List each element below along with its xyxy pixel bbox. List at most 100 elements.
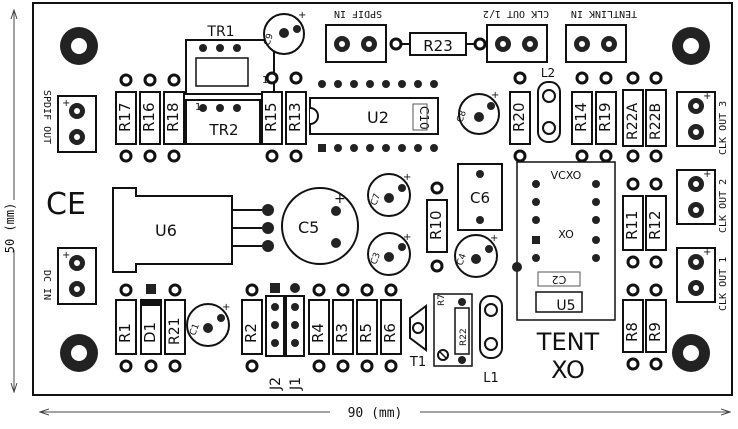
svg-text:R9: R9 xyxy=(646,322,664,342)
connector-clk-out-2: + CLK OUT 2 xyxy=(676,169,729,233)
brand-line2: XO xyxy=(551,356,585,384)
svg-text:CLK OUT 3: CLK OUT 3 xyxy=(718,101,729,155)
resistor-r14: R14 xyxy=(571,71,593,163)
capacitor-c1: + C1 xyxy=(186,302,230,347)
svg-text:C3: C3 xyxy=(369,251,383,266)
connector-clk-out-3: + CLK OUT 3 xyxy=(676,91,729,155)
resistor-r23: R23 xyxy=(389,32,487,56)
resistor-r15: R15 xyxy=(261,71,283,163)
svg-text:R20: R20 xyxy=(510,102,528,132)
svg-text:C4: C4 xyxy=(455,252,469,267)
resistor-r3: R3 xyxy=(332,283,354,373)
resistor-r21: R21 xyxy=(164,283,186,373)
svg-text:R18: R18 xyxy=(164,102,182,132)
resistor-r19: R19 xyxy=(595,71,617,163)
svg-text:C1: C1 xyxy=(188,322,202,337)
svg-text:R14: R14 xyxy=(572,102,590,132)
connector-dc-in: DC IN + xyxy=(41,247,97,305)
svg-text:J1: J1 xyxy=(288,377,304,391)
capacitor-c6: C6 xyxy=(457,163,503,231)
svg-text:R19: R19 xyxy=(596,102,614,132)
svg-text:+: + xyxy=(298,10,306,21)
brand-line1: TENT xyxy=(536,328,600,356)
svg-text:R1: R1 xyxy=(116,323,134,343)
inductor-l2: L2 xyxy=(537,66,561,143)
svg-text:C8: C8 xyxy=(455,109,469,124)
svg-text:U5: U5 xyxy=(556,298,575,314)
svg-text:L2: L2 xyxy=(541,66,555,80)
svg-text:R22: R22 xyxy=(459,328,469,346)
svg-text:U2: U2 xyxy=(367,108,389,127)
svg-text:+: + xyxy=(703,91,711,102)
dim-height: 50 (mm) xyxy=(3,10,17,392)
resistor-r10: R10 xyxy=(426,181,448,273)
svg-text:R21: R21 xyxy=(167,317,183,345)
svg-text:CLK OUT 1: CLK OUT 1 xyxy=(718,257,729,311)
svg-text:1: 1 xyxy=(262,75,268,86)
svg-text:SPDIF IN: SPDIF IN xyxy=(334,8,382,19)
mounting-hole xyxy=(672,27,710,65)
transistor-t1: T1 xyxy=(409,304,427,370)
connector-clk-out-1: + CLK OUT 1 xyxy=(676,247,729,311)
resistor-r12: R12 xyxy=(645,177,667,269)
svg-text:TR2: TR2 xyxy=(208,121,238,139)
svg-text:R10: R10 xyxy=(427,210,445,240)
svg-text:+: + xyxy=(703,247,711,258)
svg-text:R11: R11 xyxy=(623,210,641,240)
svg-text:R16: R16 xyxy=(140,102,158,132)
width-label: 90 (mm) xyxy=(348,406,403,421)
jumper-j1: J1 xyxy=(285,283,305,391)
capacitor-c5: + C5 xyxy=(281,187,359,265)
svg-text:D1: D1 xyxy=(141,322,159,343)
connector-clk-out-half: CLK OUT 1/2 xyxy=(483,8,549,63)
diode-d1: D1 xyxy=(140,284,162,373)
capacitor-c7: + C7 xyxy=(367,172,411,217)
svg-text:CLK OUT 1/2: CLK OUT 1/2 xyxy=(483,8,549,19)
svg-text:R17: R17 xyxy=(116,102,134,132)
mounting-hole xyxy=(60,334,98,372)
svg-text:+: + xyxy=(62,250,70,261)
capacitor-c4: + C4 xyxy=(454,233,498,278)
svg-text:TENTLINK IN: TENTLINK IN xyxy=(571,8,637,19)
inductor-l1: L1 xyxy=(479,295,503,386)
svg-text:C2: C2 xyxy=(552,273,567,286)
svg-text:1: 1 xyxy=(195,102,201,113)
svg-text:C6: C6 xyxy=(470,189,490,207)
mounting-hole xyxy=(60,27,98,65)
svg-text:+: + xyxy=(222,302,230,313)
regulator-u6: U6 xyxy=(112,187,274,273)
resistor-r11: R11 xyxy=(622,177,644,269)
oscillator-pins xyxy=(512,180,600,272)
resistor-r9: R9 xyxy=(645,283,667,371)
height-label: 50 (mm) xyxy=(3,203,17,254)
svg-text:R22A: R22A xyxy=(625,102,641,140)
svg-text:R13: R13 xyxy=(286,102,304,132)
oscillator-block: VCXO XO C2 U5 xyxy=(512,161,616,321)
svg-text:TR1: TR1 xyxy=(206,24,234,40)
svg-text:R15: R15 xyxy=(262,102,280,132)
svg-text:T1: T1 xyxy=(409,355,426,370)
svg-text:VCXO: VCXO xyxy=(551,169,582,182)
transformer-tr2: 1 TR2 xyxy=(185,99,261,145)
connector-spdif-in: SPDIF IN xyxy=(325,8,387,63)
svg-text:R23: R23 xyxy=(423,37,453,55)
jumper-j2: J2 xyxy=(265,283,285,391)
resistor-r6: R6 xyxy=(380,283,402,373)
dim-width: 90 (mm) xyxy=(40,406,730,421)
svg-text:SPDIF OUT: SPDIF OUT xyxy=(41,90,52,144)
svg-text:J2: J2 xyxy=(268,377,284,391)
svg-text:CLK OUT 2: CLK OUT 2 xyxy=(718,179,729,233)
svg-text:DC IN: DC IN xyxy=(41,270,52,300)
mounting-hole xyxy=(672,334,710,372)
resistor-r20: R20 xyxy=(509,71,531,163)
ic-u2-pins xyxy=(318,80,438,152)
capacitor-c8: + C8 xyxy=(455,90,500,135)
connector-tentlink-in: TENTLINK IN xyxy=(565,8,637,63)
resistor-r1: R1 xyxy=(115,283,137,373)
resistor-r13: R13 xyxy=(285,71,307,163)
resistor-r4: R4 xyxy=(308,283,330,373)
resistor-r17: R17 xyxy=(115,73,137,163)
svg-text:U6: U6 xyxy=(155,221,177,240)
svg-text:R3: R3 xyxy=(333,323,351,343)
